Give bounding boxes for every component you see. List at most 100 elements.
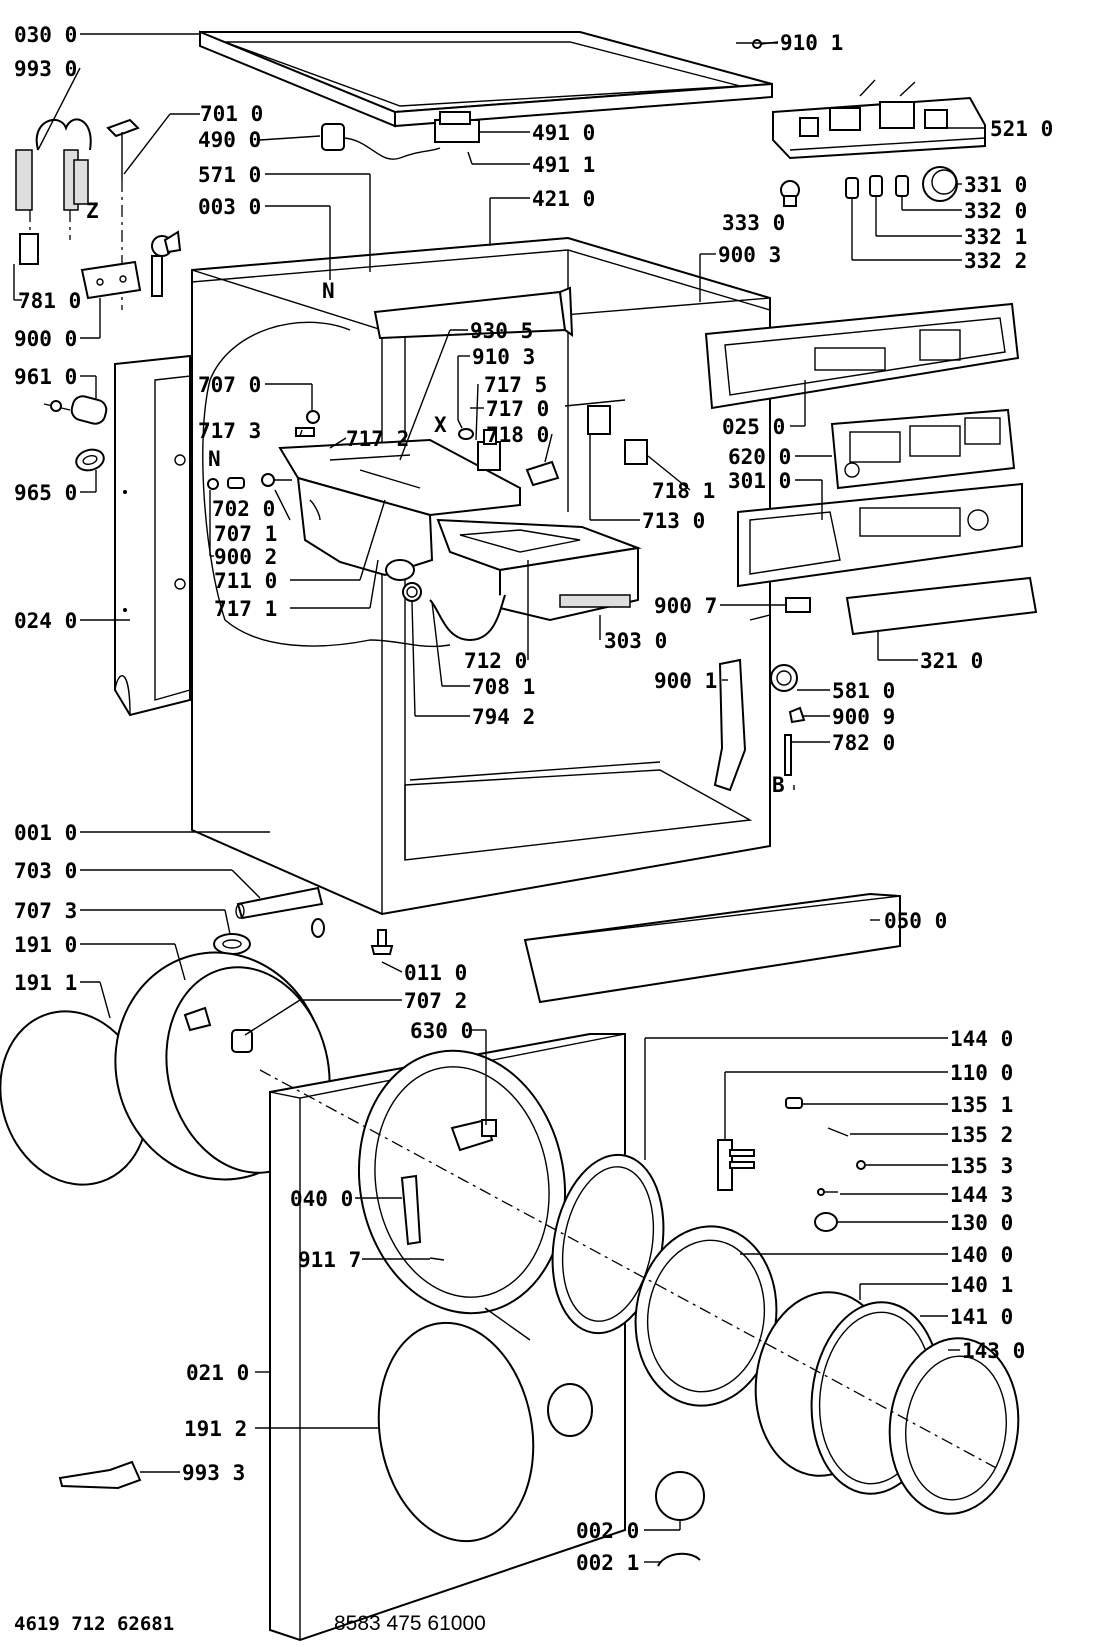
bracket-900-1 [713,658,747,792]
label-900-0: 900 0 [14,327,77,351]
knobs-331-333 [780,166,958,207]
label-303-0: 303 0 [604,629,667,653]
label-333-0: 333 0 [722,211,785,235]
label-707-2: 707 2 [404,989,467,1013]
label-717-3: 717 3 [198,419,261,443]
ring-965 [75,448,105,472]
handle-110 [717,1139,755,1191]
label-011-0: 011 0 [404,961,467,985]
screw-911-7 [429,1257,445,1261]
label-331-0: 331 0 [964,173,1027,197]
label-707-3: 707 3 [14,899,77,923]
ring-794 [402,582,422,602]
label-910-1: 910 1 [780,31,843,55]
label-144-3: 144 3 [950,1183,1013,1207]
label-702-0: 702 0 [212,497,275,521]
label-571-0: 571 0 [198,163,261,187]
label-191-2: 191 2 [184,1417,247,1441]
valve-717 [457,419,560,487]
label-911-7: 911 7 [298,1248,361,1272]
plinth-050 [523,892,901,1004]
seal-707-3 [213,933,251,955]
label-712-0: 712 0 [464,649,527,673]
membrane-321 [845,576,1038,636]
label-581-0: 581 0 [832,679,895,703]
hose-assembly-993 [15,118,92,265]
part-labels: 030 0 993 0 701 0 490 0 571 0 003 0 781 … [14,23,1053,1575]
side-panel-024 [114,354,191,717]
clip-900-7 [785,597,811,613]
label-707-0: 707 0 [198,373,261,397]
label-620-0: 620 0 [728,445,791,469]
label-025-0: 025 0 [722,415,785,439]
label-900-7: 900 7 [654,594,717,618]
label-707-1: 707 1 [214,522,277,546]
label-030-0: 030 0 [14,23,77,47]
label-794-2: 794 2 [472,705,535,729]
bracket-900-0 [80,260,142,300]
letter-markers: Z N N X B [86,199,785,797]
label-718-1: 718 1 [652,479,715,503]
ring-144 [551,1153,665,1335]
footer: 4619 712 62681 8583 475 61000 [14,1612,486,1635]
marker-n-dispenser: N [208,447,221,471]
dispenser-housing-711 [278,438,521,581]
label-143-0: 143 0 [962,1339,1025,1363]
label-782-0: 782 0 [832,731,895,755]
label-130-0: 130 0 [950,1211,1013,1235]
electronics-620 [830,408,1016,490]
label-703-0: 703 0 [14,859,77,883]
label-110-0: 110 0 [950,1061,1013,1085]
screw-910-1 [752,39,779,49]
label-713-0: 713 0 [642,509,705,533]
marker-z: Z [86,199,99,223]
marker-n-top: N [322,279,335,303]
label-717-0: 717 0 [486,397,549,421]
part-drawings [0,30,1038,1642]
leader-lines [13,33,985,1563]
footer-left-code: 4619 712 62681 [14,1613,174,1635]
label-900-3: 900 3 [718,243,781,267]
label-191-0: 191 0 [14,933,77,957]
label-961-0: 961 0 [14,365,77,389]
small-parts-door [785,1097,866,1232]
bracket-713 [564,399,648,465]
foot-011 [370,929,394,955]
door-lock-630 [450,1118,497,1152]
control-panel-301 [737,482,1023,588]
label-930-5: 930 5 [470,319,533,343]
label-718-0: 718 0 [486,423,549,447]
label-321-0: 321 0 [920,649,983,673]
label-332-0: 332 0 [964,199,1027,223]
label-491-0: 491 0 [532,121,595,145]
label-021-0: 021 0 [186,1361,249,1385]
label-900-1: 900 1 [654,669,717,693]
label-332-2: 332 2 [964,249,1027,273]
label-141-0: 141 0 [950,1305,1013,1329]
label-910-3: 910 3 [472,345,535,369]
front-panel-021 [269,1033,626,1642]
label-191-1: 191 1 [14,971,77,995]
label-993-0: 993 0 [14,57,77,81]
footer-center-code: 8583 475 61000 [334,1612,486,1635]
label-630-0: 630 0 [410,1019,473,1043]
label-900-2: 900 2 [214,545,277,569]
label-002-1: 002 1 [576,1551,639,1575]
small-parts-dispenser [207,410,320,490]
tube-703 [235,886,325,938]
hose-708 [429,594,506,642]
tool-993-3 [58,1460,142,1490]
label-491-1: 491 1 [532,153,595,177]
label-717-2: 717 2 [346,427,409,451]
label-421-0: 421 0 [532,187,595,211]
label-001-0: 001 0 [14,821,77,845]
label-717-5: 717 5 [484,373,547,397]
pump-cover-002 [655,1471,705,1567]
label-135-1: 135 1 [950,1093,1013,1117]
label-024-0: 024 0 [14,609,77,633]
label-135-2: 135 2 [950,1123,1013,1147]
label-993-3: 993 3 [182,1461,245,1485]
outer-door-143 [888,1337,1020,1515]
control-board-521 [772,79,986,160]
